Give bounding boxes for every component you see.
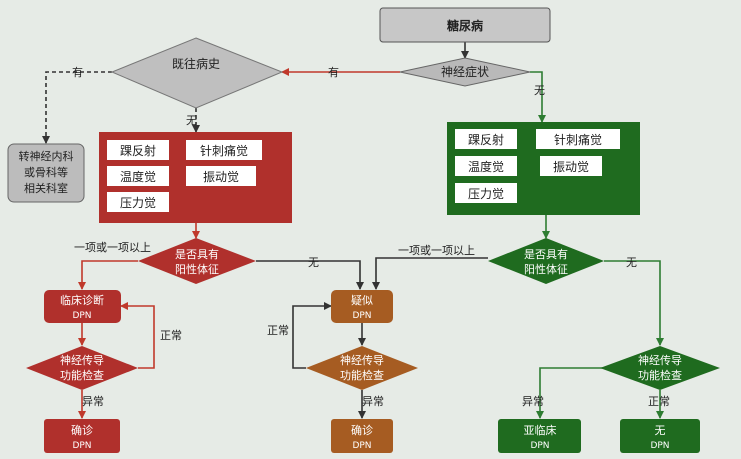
red-item-vibration: 振动觉 [203, 170, 239, 184]
node-confirm-mid-line1: 确诊 [351, 423, 373, 437]
edge-rightdiamond-suspect [372, 257, 488, 290]
node-confirm-left-line2: DPN [72, 441, 91, 451]
node-referral: 转神经内科 或骨科等 相关科室 [7, 143, 85, 203]
node-neuro-symptom-text: 神经症状 [441, 64, 489, 79]
label-yes-symptom: 有 [328, 65, 339, 79]
node-ncs-left: 神经传导 功能检查 [26, 346, 138, 390]
node-clinical-dpn-line1: 临床诊断 [60, 293, 104, 307]
node-red-exam-panel: 踝反射 针刺痛觉 温度觉 振动觉 压力觉 [99, 132, 292, 223]
node-positive-sign-left-line2: 阳性体征 [175, 262, 219, 276]
node-subclinical-line2: DPN [530, 441, 549, 451]
edge-rightncs-subclinical [536, 367, 604, 419]
node-no-dpn-line1: 无 [655, 424, 666, 437]
node-ncs-right: 神经传导 功能检查 [600, 346, 720, 390]
node-confirm-dpn-left: 确诊 DPN [44, 419, 120, 453]
red-item-temperature: 温度觉 [120, 169, 156, 184]
node-neuro-symptom: 神经症状 [399, 57, 531, 87]
edge-rightdiamond-ncs [604, 260, 664, 346]
node-diabetes-text: 糖尿病 [447, 18, 483, 33]
label-one-or-more-right: 一项或一项以上 [398, 244, 475, 257]
edge-leftncs-normal [120, 302, 155, 369]
red-item-pressure: 压力觉 [120, 196, 156, 210]
node-green-exam-panel: 踝反射 针刺痛觉 温度觉 振动觉 压力觉 [447, 122, 640, 215]
label-abnormal-left: 异常 [82, 395, 104, 408]
label-normal-right: 正常 [648, 395, 670, 408]
edge-history-referral [42, 71, 112, 144]
node-confirm-mid-line2: DPN [352, 441, 371, 451]
node-referral-line2: 或骨科等 [24, 165, 68, 179]
label-yes-history: 有 [72, 65, 83, 79]
red-item-ankle-reflex: 踝反射 [120, 143, 156, 158]
node-positive-sign-right: 是否具有 阳性体征 [488, 238, 604, 284]
node-ncs-right-line2: 功能检查 [638, 368, 682, 382]
node-confirm-left-line1: 确诊 [71, 423, 93, 437]
label-none-left: 无 [308, 256, 319, 269]
edges [42, 42, 664, 419]
node-clinical-dpn-line2: DPN [72, 311, 91, 321]
edge-labels: 有 无 有 无 一项或一项以上 无 一项或一项以上 无 正常 正常 异常 异常 … [72, 65, 670, 408]
node-subclinical-dpn: 亚临床 DPN [498, 419, 581, 453]
node-history-text: 既往病史 [172, 56, 220, 71]
label-no-symptom: 无 [534, 84, 545, 97]
node-no-dpn-line2: DPN [650, 441, 669, 451]
node-no-dpn: 无 DPN [620, 419, 700, 453]
node-clinical-dpn: 临床诊断 DPN [44, 290, 121, 323]
label-no-history: 无 [186, 114, 197, 127]
node-positive-sign-left-line1: 是否具有 [175, 247, 219, 261]
node-suspect-dpn-line1: 疑似 [351, 294, 373, 307]
node-positive-sign-left: 是否具有 阳性体征 [138, 238, 256, 284]
red-item-pinprick: 针刺痛觉 [200, 143, 248, 158]
node-ncs-mid: 神经传导 功能检查 [306, 346, 418, 390]
node-ncs-right-line1: 神经传导 [638, 353, 682, 367]
green-item-temperature: 温度觉 [468, 159, 504, 174]
node-ncs-left-line2: 功能检查 [60, 368, 104, 382]
edge-midncs-normal [292, 302, 332, 369]
node-ncs-mid-line2: 功能检查 [340, 368, 384, 382]
label-normal-mid: 正常 [267, 324, 289, 337]
node-history: 既往病史 [110, 37, 284, 109]
label-abnormal-right: 异常 [522, 395, 544, 408]
node-referral-line1: 转神经内科 [19, 149, 74, 163]
green-item-ankle-reflex: 踝反射 [468, 132, 504, 147]
node-suspect-dpn: 疑似 DPN [331, 290, 393, 323]
node-ncs-mid-line1: 神经传导 [340, 353, 384, 367]
green-item-pinprick: 针刺痛觉 [554, 132, 602, 147]
label-one-or-more-left: 一项或一项以上 [74, 241, 151, 254]
node-confirm-dpn-mid: 确诊 DPN [331, 419, 393, 453]
green-item-pressure: 压力觉 [468, 187, 504, 201]
green-item-vibration: 振动觉 [553, 160, 589, 174]
node-suspect-dpn-line2: DPN [352, 311, 371, 321]
node-positive-sign-right-line2: 阳性体征 [524, 262, 568, 276]
edge-symptom-greenpanel [530, 71, 546, 123]
label-normal-left: 正常 [160, 329, 182, 342]
label-none-right: 无 [626, 256, 637, 269]
edge-leftdiamond-suspect [256, 260, 364, 290]
node-positive-sign-right-line1: 是否具有 [524, 247, 568, 261]
label-abnormal-mid: 异常 [362, 395, 384, 408]
node-diabetes: 糖尿病 [379, 7, 551, 43]
node-subclinical-line1: 亚临床 [524, 423, 557, 437]
node-ncs-left-line1: 神经传导 [60, 353, 104, 367]
edge-leftdiamond-clinical [78, 260, 138, 290]
node-referral-line3: 相关科室 [24, 181, 68, 195]
